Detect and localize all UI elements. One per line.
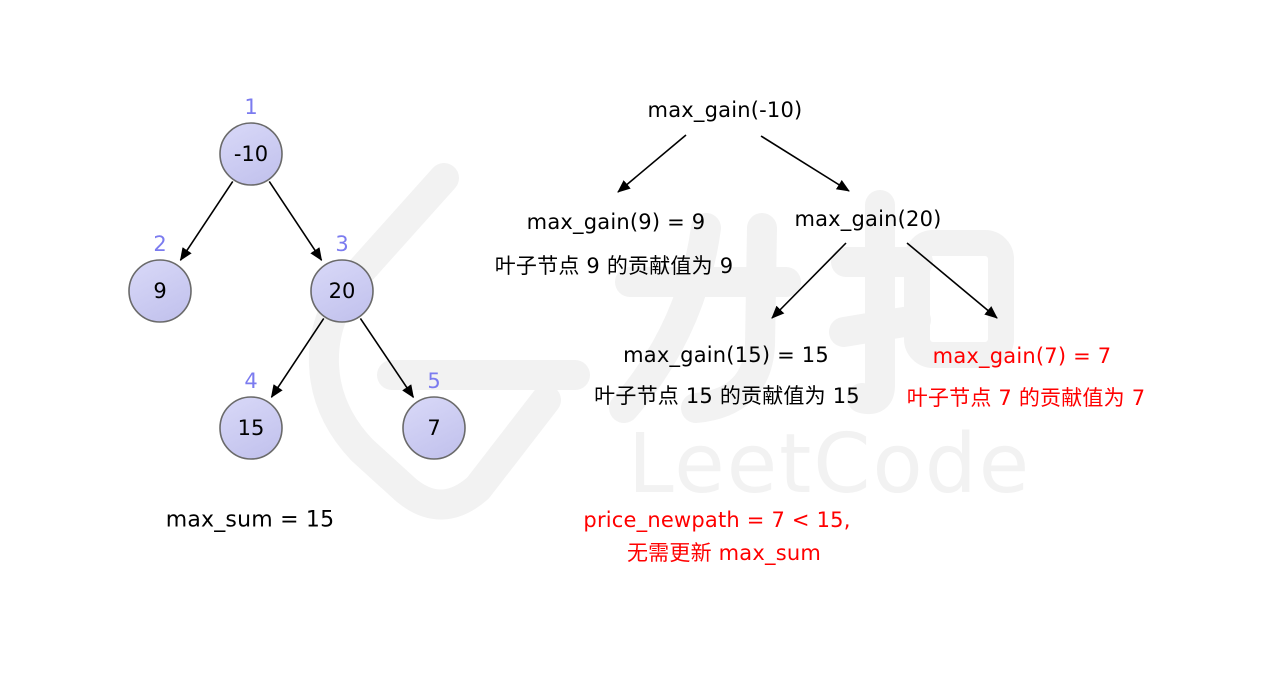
recursion-gain7-note: 叶子节点 7 的贡献值为 7 — [906, 386, 1146, 410]
tree-node-value: 15 — [238, 416, 265, 440]
max-sum-caption: max_sum = 15 — [165, 507, 335, 533]
tree-node-index: 1 — [244, 95, 257, 119]
recursion-edge-arrow — [760, 135, 850, 192]
tree-node-value: 20 — [329, 279, 356, 303]
tree-node-value: 9 — [153, 279, 166, 303]
recursion-gain9-result: max_gain(9) = 9 — [526, 210, 706, 234]
recursion-gain9-note: 叶子节点 9 的贡献值为 9 — [494, 254, 734, 278]
no-update-maxsum-note: 无需更新 max_sum — [626, 541, 822, 565]
tree-node — [128, 259, 192, 323]
tree-node — [219, 122, 283, 186]
watermark-cn-kou-icon — [829, 190, 1014, 415]
price-newpath-note: price_newpath = 7 < 15, — [583, 508, 851, 532]
recursion-gain15-result: max_gain(15) = 15 — [623, 343, 829, 367]
tree-edge-arrow — [179, 181, 234, 262]
tree-node-value: 7 — [427, 416, 440, 440]
tree-node — [219, 396, 283, 460]
recursion-edge-arrow — [771, 242, 847, 319]
recursion-gain20-label: max_gain(20) — [794, 207, 942, 231]
recursion-root-label: max_gain(-10) — [647, 98, 803, 122]
recursion-gain15-note: 叶子节点 15 的贡献值为 15 — [594, 384, 860, 408]
recursion-gain7-result: max_gain(7) = 7 — [932, 344, 1112, 368]
tree-node-index: 5 — [427, 369, 440, 393]
tree-node-index: 3 — [335, 232, 348, 256]
tree-node-index: 2 — [153, 232, 166, 256]
tree-node — [310, 259, 374, 323]
tree-node-index: 4 — [244, 369, 257, 393]
tree-node-value: -10 — [234, 142, 268, 166]
watermark-leetcode-text: LeetCode — [628, 417, 1031, 512]
tree-node — [402, 396, 466, 460]
tree-edge-arrow — [359, 317, 415, 399]
tree-edge-arrow — [270, 318, 325, 399]
recursion-edge-arrow — [617, 134, 687, 193]
tree-edge-arrow — [268, 181, 323, 262]
recursion-edge-arrow — [906, 242, 998, 319]
